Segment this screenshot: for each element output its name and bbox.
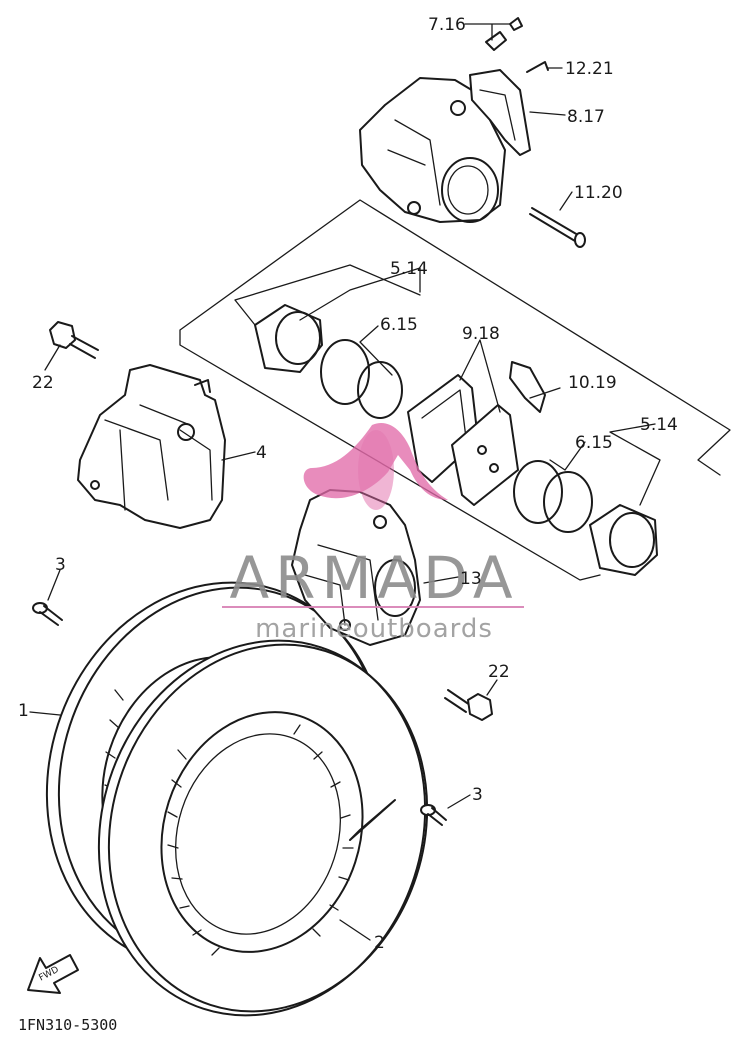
pad-spring-10 [509, 361, 546, 413]
armada-watermark: ARMADA marineoutboards [222, 422, 524, 644]
callout-13: 13 [460, 569, 482, 589]
bolt-3-lower [420, 804, 447, 826]
callout-2: 2 [374, 933, 385, 953]
watermark-tagline: marineoutboards [255, 614, 493, 644]
callout-5-14-left: 5.14 [390, 259, 428, 279]
armada-logo-icon [303, 422, 448, 500]
callout-4: 4 [256, 443, 267, 463]
callout-7-16: 7.16 [428, 15, 466, 35]
bolt-3-upper [32, 602, 63, 626]
callout-22-lower: 22 [488, 662, 510, 682]
seal-set-6-left [320, 339, 403, 419]
callout-8-17: 8.17 [567, 107, 605, 127]
piston-5-right [589, 504, 658, 576]
piston-5-left [254, 304, 323, 373]
callout-labels: 7.16 12.21 8.17 11.20 5.14 6.15 9.18 10.… [18, 15, 678, 953]
callout-3-upper: 3 [55, 555, 66, 575]
bolt-22-lower [444, 689, 493, 721]
callout-9-18: 9.18 [462, 324, 500, 344]
leader-lines [29, 23, 661, 941]
callout-22-upper: 22 [32, 373, 54, 393]
callout-6-15-left: 6.15 [380, 315, 418, 335]
brake-disc-2 [97, 639, 429, 1017]
callout-6-15-right: 6.15 [575, 433, 613, 453]
caliper-left-4 [77, 364, 226, 529]
pad-pin-11 [529, 207, 586, 248]
callout-5-14-right: 5.14 [640, 415, 678, 435]
callout-10-19: 10.19 [568, 373, 617, 393]
callout-1: 1 [18, 701, 29, 721]
caliper-upper-housing [359, 77, 506, 223]
forward-direction-icon: FWD [27, 954, 79, 994]
clip-12 [526, 61, 549, 73]
seal-set-6-right [513, 460, 593, 533]
callout-12-21: 12.21 [565, 59, 614, 79]
brake-pad-retainer-8 [469, 69, 531, 156]
watermark-brand: ARMADA [229, 544, 518, 612]
bleed-screw-7 [485, 17, 523, 51]
diagram-code: 1FN310-5300 [18, 1016, 117, 1034]
callout-3-lower: 3 [472, 785, 483, 805]
bolt-22-upper [49, 321, 99, 359]
callout-11-20: 11.20 [574, 183, 623, 203]
